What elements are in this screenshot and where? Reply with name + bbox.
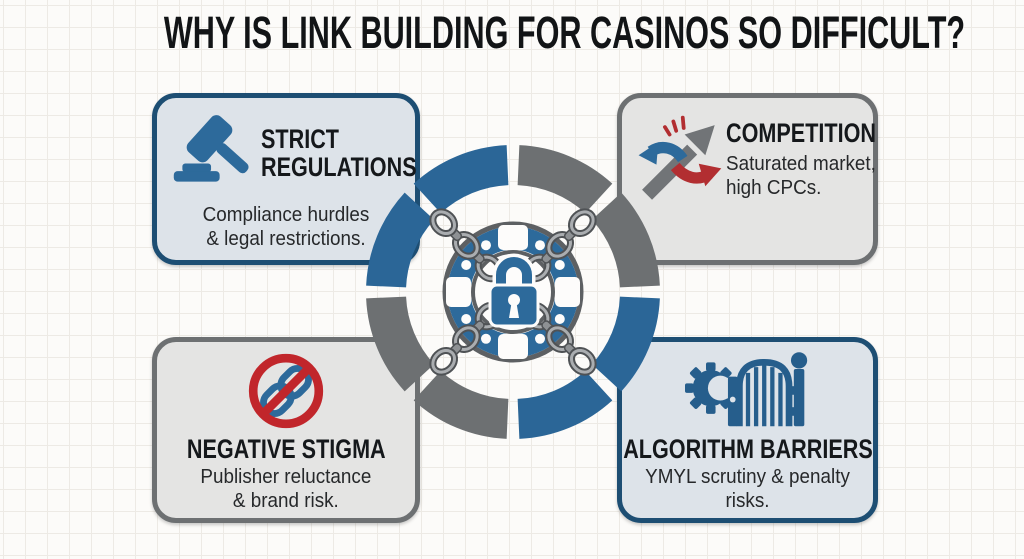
card-heading: ALGORITHM BARRIERS — [622, 434, 873, 464]
card-heading-line: STRICT — [261, 123, 339, 154]
card-body: Publisher reluctance & brand risk. — [201, 465, 372, 513]
card-body: Saturated market, high CPCs. — [726, 152, 899, 200]
card-body-line: & brand risk. — [233, 489, 339, 513]
card-body: YMYL scrutiny & penalty risks. — [645, 465, 850, 513]
card-body-line: high CPCs. — [726, 175, 822, 199]
card-competition: COMPETITION Saturated market, high CPCs. — [617, 93, 878, 265]
page-title: WHY IS LINK BUILDING FOR CASINOS SO DIFF… — [163, 7, 966, 58]
card-body-line: Publisher reluctance — [200, 465, 372, 489]
card-strict-regulations: STRICT REGULATIONS Compliance hurdles & … — [152, 93, 420, 265]
card-body: Compliance hurdles & legal restrictions. — [167, 203, 404, 251]
card-heading: COMPETITION — [726, 117, 876, 148]
no-link-icon — [245, 342, 327, 432]
gear-gate-icon — [681, 342, 815, 432]
card-heading-line: REGULATIONS — [261, 152, 417, 182]
card-heading: NEGATIVE STIGMA — [186, 434, 386, 464]
gavel-icon — [169, 110, 255, 196]
card-algorithm-barriers: ALGORITHM BARRIERS YMYL scrutiny & penal… — [617, 337, 878, 523]
card-body-line: Compliance hurdles — [202, 203, 370, 226]
card-body-line: Saturated market, — [726, 151, 876, 175]
card-negative-stigma: NEGATIVE STIGMA Publisher reluctance & b… — [152, 337, 420, 523]
card-body-line: & legal restrictions. — [206, 226, 366, 250]
chained-padlock-casino-chip-icon — [363, 142, 663, 442]
competition-arrows-icon — [632, 112, 726, 206]
